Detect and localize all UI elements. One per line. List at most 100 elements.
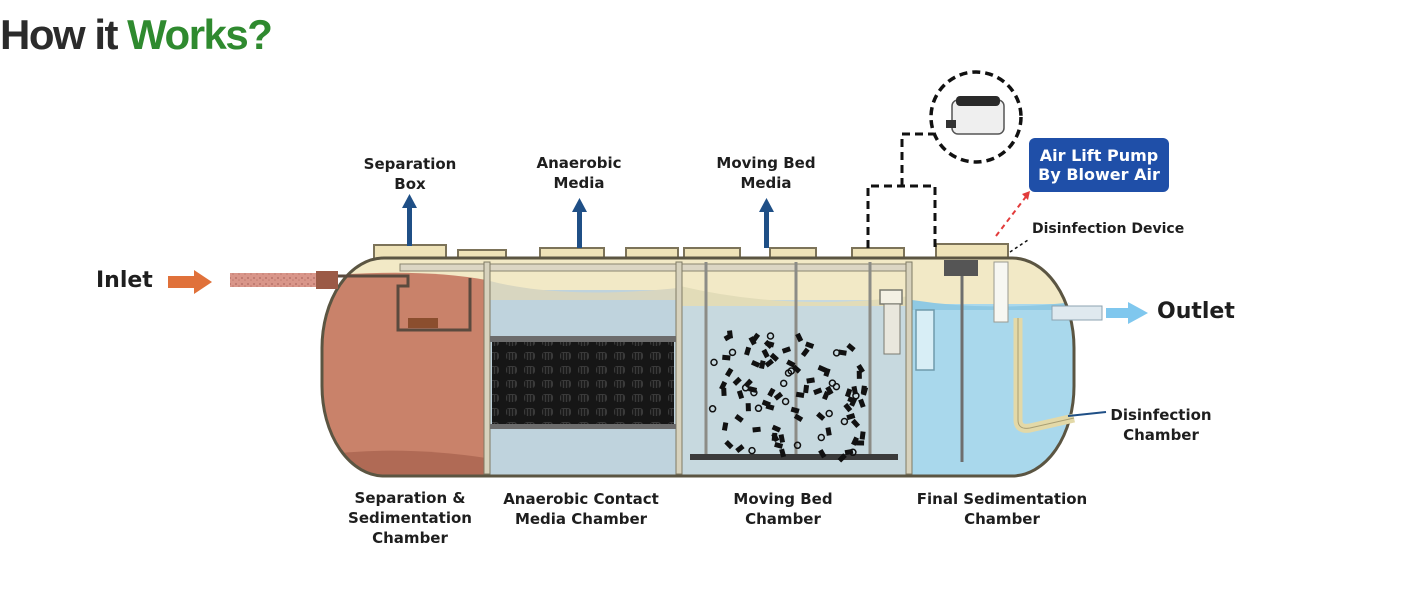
media-ring xyxy=(708,405,717,413)
media-piece xyxy=(744,346,752,356)
air-lift-pump-badge: Air Lift Pump By Blower Air xyxy=(1029,138,1169,192)
device-pointer xyxy=(1009,239,1029,253)
media-piece xyxy=(804,341,815,349)
disinfection-chamber-label: Disinfection Chamber xyxy=(1110,406,1212,444)
media-piece xyxy=(825,385,834,396)
media-piece xyxy=(724,367,734,378)
media-piece xyxy=(735,444,745,454)
media-piece xyxy=(719,380,728,391)
media-piece xyxy=(764,358,774,368)
media-ring xyxy=(750,388,758,397)
media-piece xyxy=(765,340,775,348)
chamber-1-label: Separation & Sedimentation Chamber xyxy=(348,489,472,547)
media-piece xyxy=(837,453,847,463)
media-ring xyxy=(793,441,802,450)
final-sedimentation-internals xyxy=(915,260,1075,462)
media-piece xyxy=(732,376,742,386)
media-piece xyxy=(813,387,823,396)
media-piece xyxy=(745,403,751,412)
outlet-pipe xyxy=(1051,305,1103,321)
media-piece xyxy=(849,397,858,407)
media-piece xyxy=(771,424,781,433)
media-piece xyxy=(781,346,791,354)
inlet-arrow-icon xyxy=(168,270,212,294)
moving-bed-media-pieces xyxy=(708,330,869,463)
moving-bed-media-label: Moving Bed Media xyxy=(716,154,816,192)
air-blower-icon xyxy=(929,70,1023,164)
media-piece xyxy=(774,441,784,449)
media-piece xyxy=(816,411,826,421)
media-piece xyxy=(752,426,761,433)
media-piece xyxy=(843,402,853,413)
media-piece xyxy=(800,347,810,357)
media-piece xyxy=(721,422,729,431)
media-piece xyxy=(846,343,856,352)
media-piece xyxy=(786,359,796,368)
media-piece xyxy=(793,413,804,423)
media-piece xyxy=(759,360,766,370)
media-ring xyxy=(710,358,718,367)
media-piece xyxy=(806,377,815,384)
media-ring xyxy=(817,433,826,442)
clear-water xyxy=(912,304,1074,476)
media-piece xyxy=(791,364,802,374)
media-ring xyxy=(748,446,756,455)
media-piece xyxy=(859,431,866,440)
media-piece xyxy=(817,364,827,373)
media-piece xyxy=(734,414,744,423)
media-ring xyxy=(828,379,837,387)
media-piece xyxy=(825,427,832,436)
inlet-label: Inlet xyxy=(96,268,153,293)
disinfection-device-label: Disinfection Device xyxy=(1032,221,1185,237)
media-piece xyxy=(721,387,727,397)
chamber-3-label: Moving Bed Chamber xyxy=(733,490,833,528)
media-piece xyxy=(771,432,778,442)
media-piece xyxy=(748,336,757,346)
media-piece xyxy=(750,359,761,368)
title-accent: Works? xyxy=(127,11,273,58)
media-piece xyxy=(822,390,830,401)
media-ring xyxy=(781,397,790,406)
outlet-label: Outlet xyxy=(1157,299,1235,324)
badge-pointer xyxy=(995,193,1029,237)
media-piece xyxy=(851,436,859,446)
media-piece xyxy=(736,390,745,400)
media-piece xyxy=(722,354,731,361)
up-arrow-icon xyxy=(572,198,587,248)
media-piece xyxy=(850,418,861,429)
separation-box xyxy=(332,274,472,332)
media-piece xyxy=(861,386,869,396)
page-title: How it Works? xyxy=(0,11,273,58)
moving-bed-internals xyxy=(690,262,903,460)
media-piece xyxy=(844,388,853,398)
title-main: How it xyxy=(0,11,128,58)
media-piece xyxy=(851,385,858,395)
media-piece xyxy=(779,448,787,458)
media-piece xyxy=(790,406,800,414)
sludge-fill xyxy=(322,272,486,476)
media-ring xyxy=(840,417,849,426)
media-ring xyxy=(825,409,833,418)
media-piece xyxy=(846,413,856,421)
media-piece xyxy=(856,440,865,446)
chamber-4-label: Final Sedimentation Chamber xyxy=(916,490,1088,528)
media-piece xyxy=(761,399,771,408)
air-line xyxy=(866,132,946,248)
media-ring xyxy=(784,369,793,377)
inlet-pipe xyxy=(230,273,338,287)
media-ring xyxy=(779,379,788,388)
outlet-arrow-icon xyxy=(1106,302,1148,324)
anaerobic-media-label: Anaerobic Media xyxy=(536,154,622,192)
media-ring xyxy=(728,348,737,357)
anaerobic-media-block xyxy=(490,336,676,429)
media-piece xyxy=(856,363,865,374)
media-piece xyxy=(795,332,804,343)
media-piece xyxy=(858,398,866,408)
up-arrow-icon xyxy=(402,194,417,246)
media-piece xyxy=(724,440,734,450)
chamber-pointer xyxy=(1067,411,1107,417)
separation-box-label: Separation Box xyxy=(363,155,457,193)
up-arrow-icon xyxy=(759,198,774,248)
media-piece xyxy=(844,448,854,456)
